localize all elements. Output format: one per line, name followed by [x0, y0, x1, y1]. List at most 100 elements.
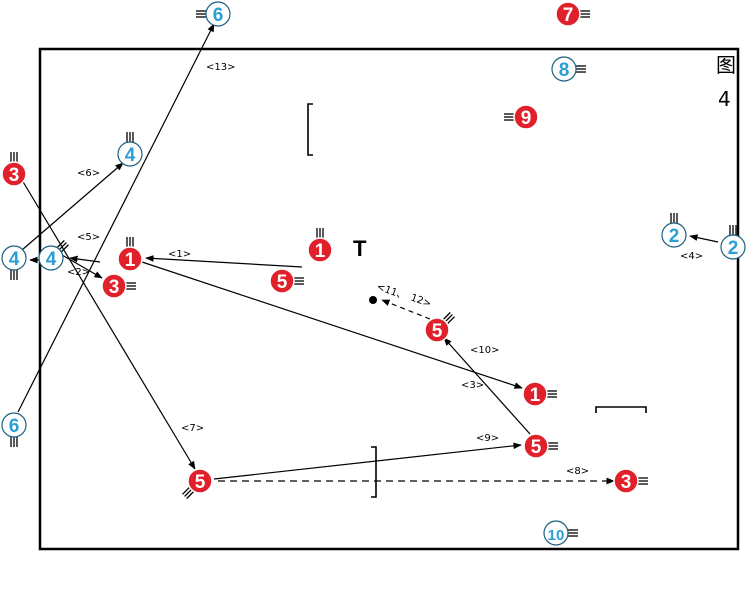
label-8: <8> [566, 466, 589, 477]
bracket-mark-right [595, 406, 647, 413]
label-2: <2> [67, 267, 90, 278]
player-disc [307, 237, 333, 263]
player-tail [447, 316, 455, 325]
label-9: <9> [476, 433, 499, 444]
label-1: <1> [168, 249, 191, 260]
player-number: 3 [109, 277, 120, 298]
player-disc [522, 381, 548, 407]
player-number: 3 [621, 472, 632, 493]
player-p5-lower: 5 [523, 433, 558, 459]
line-labels: <1> <2> <3> <4> <5> <6> <7> <8> <9> <10>… [67, 62, 703, 477]
player-number: 8 [559, 60, 570, 81]
label-6: <6> [77, 168, 100, 179]
player-disc [1, 412, 27, 438]
player-p5-bottom: 5 [182, 468, 213, 499]
player-tail [186, 491, 195, 499]
line-10 [443, 337, 531, 435]
player-p6-left: 6 [1, 412, 27, 447]
player-disc [661, 222, 687, 248]
player-number: 1 [125, 250, 136, 271]
player-p5-center: 5 [269, 268, 304, 294]
label-13: <13> [206, 62, 235, 73]
field-boundary [38, 47, 740, 551]
player-p4-mid: 4 [117, 132, 143, 167]
player-number: 1 [530, 385, 541, 406]
movement-lines [17, 23, 719, 485]
player-number: 3 [9, 165, 20, 186]
line-6 [21, 162, 124, 251]
player-p6-top: 6 [196, 1, 231, 27]
bracket-mark-top [307, 103, 313, 156]
label-10: <10> [470, 345, 499, 356]
player-disc [101, 273, 127, 299]
player-p2-out: 2 [720, 225, 746, 260]
player-disc [613, 468, 639, 494]
player-p10: 10 [543, 520, 578, 546]
player-disc [205, 1, 231, 27]
player-p1-right: 1 [522, 381, 557, 407]
player-number: 7 [563, 5, 574, 26]
figure-number: 4 [718, 87, 731, 111]
line-2 [69, 255, 101, 263]
label-3: <3> [461, 380, 484, 391]
player-disc [1, 161, 27, 187]
player-disc [1, 245, 27, 271]
line-13 [17, 23, 215, 413]
player-p1-center: 1 [307, 228, 333, 263]
player-disc [117, 246, 143, 272]
player-disc [269, 268, 295, 294]
player-disc [424, 317, 450, 343]
ball-dot [369, 296, 377, 304]
player-tail [58, 242, 67, 251]
line-3 [141, 261, 523, 389]
figure-char: 图 [716, 53, 736, 77]
player-p3-left: 3 [1, 152, 27, 187]
player-tail [61, 244, 69, 253]
player-disc [513, 104, 539, 130]
player-number: 5 [432, 321, 443, 342]
label-11: <11、 [375, 281, 408, 302]
player-disc [523, 433, 549, 459]
field-marks [307, 103, 647, 498]
player-disc [720, 234, 746, 260]
player-p7: 7 [555, 1, 590, 27]
player-p3-b: 3 [101, 273, 136, 299]
player-number: 10 [548, 527, 565, 544]
player-p4-b: 4 [38, 240, 69, 271]
player-number: 4 [9, 249, 20, 270]
label-7: <7> [181, 423, 204, 434]
player-p8: 8 [551, 56, 586, 82]
player-p4-edge: 4 [1, 245, 27, 280]
player-number: 9 [521, 108, 532, 129]
player-number: 6 [9, 416, 20, 437]
player-number: 4 [46, 249, 57, 270]
label-12: 12> [409, 292, 433, 310]
line-1 [145, 255, 303, 268]
tee-mark: T [353, 236, 367, 261]
player-number: 6 [213, 5, 224, 26]
player-disc [551, 56, 577, 82]
player-tail [442, 312, 451, 320]
player-p1-left: 1 [117, 237, 143, 272]
label-4: <4> [680, 251, 703, 262]
player-number: 4 [125, 145, 136, 166]
line-7 [21, 179, 196, 470]
player-p9: 9 [504, 104, 539, 130]
player-tail [182, 486, 190, 495]
bracket-mark-bottom [371, 446, 377, 498]
player-number: 2 [669, 226, 680, 247]
player-disc [187, 468, 213, 494]
player-disc [117, 141, 143, 167]
player-tail [56, 240, 65, 248]
player-number: 1 [315, 241, 326, 262]
player-number: 5 [195, 472, 206, 493]
player-p3-right: 3 [613, 468, 648, 494]
player-disc [555, 1, 581, 27]
label-5: <5> [77, 232, 100, 243]
player-p5-right: 5 [424, 312, 455, 343]
line-4 [689, 234, 719, 243]
player-disc [38, 245, 64, 271]
player-number: 5 [277, 272, 288, 293]
